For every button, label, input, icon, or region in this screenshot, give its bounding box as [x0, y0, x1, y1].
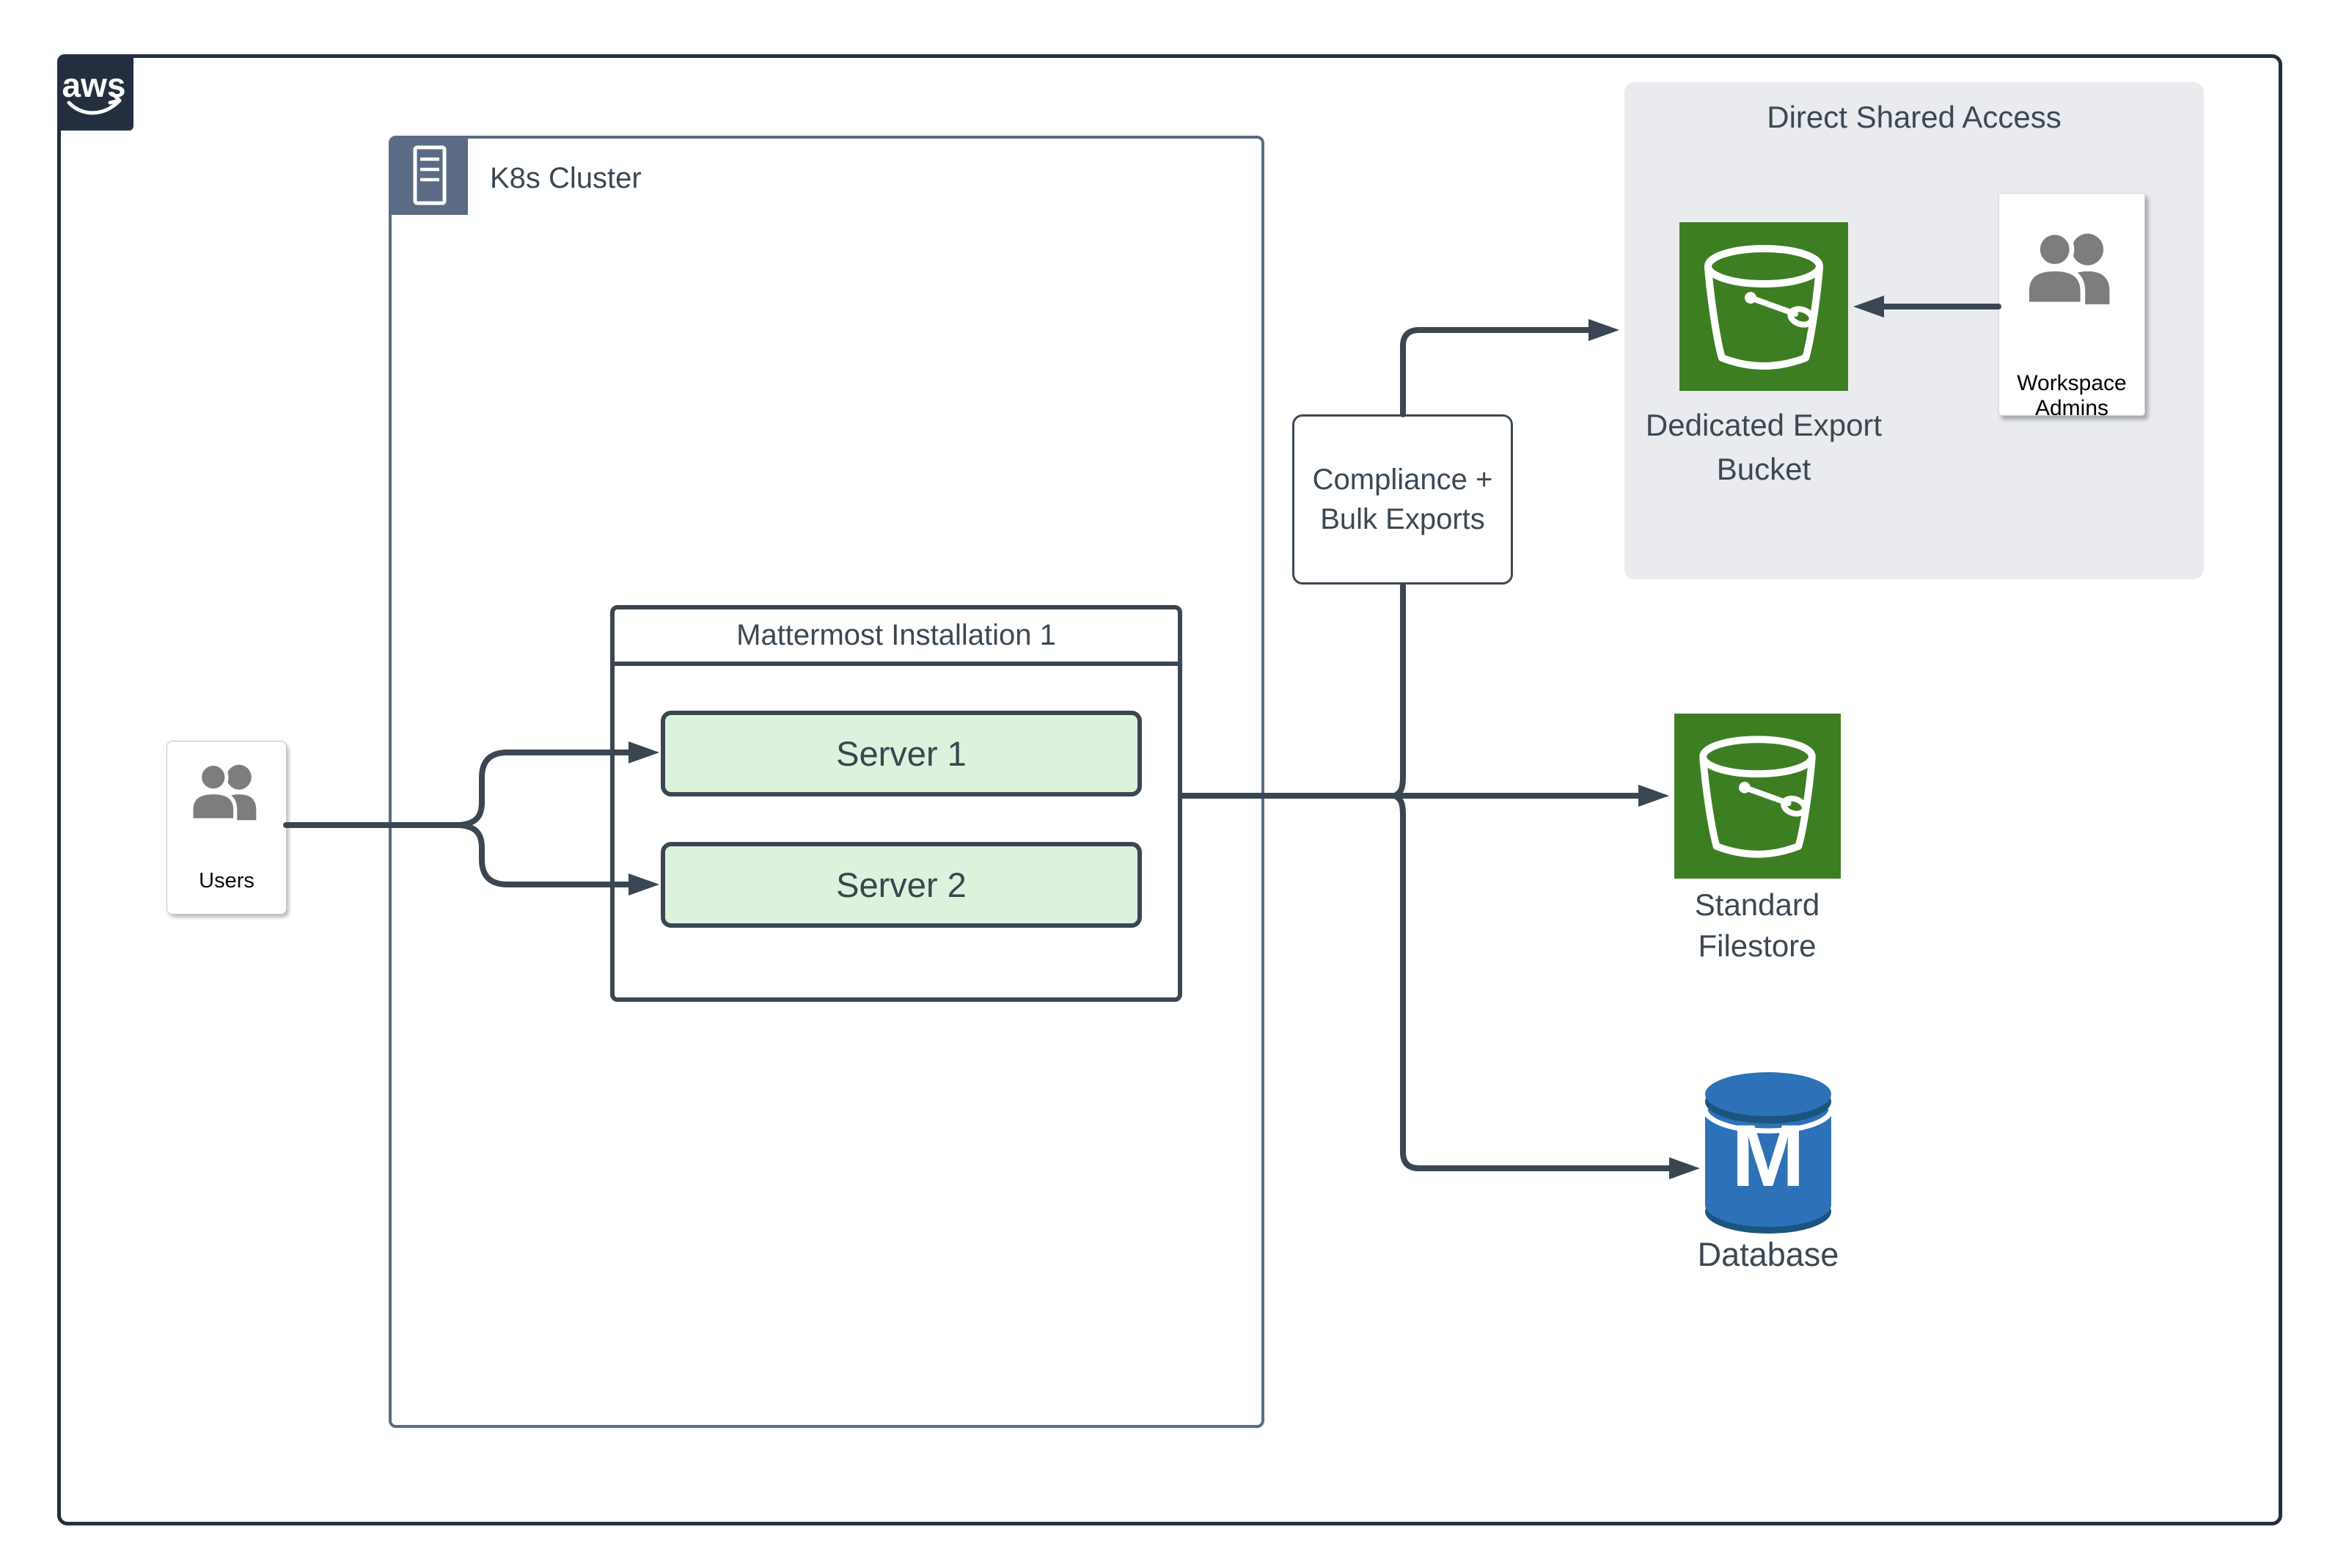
standard-filestore-node	[1674, 714, 1841, 879]
workspace-admins-label: Workspace Admins	[2017, 371, 2127, 420]
k8s-cluster-tab	[389, 136, 468, 215]
standard-filestore-label: Standard Filestore	[1694, 887, 1820, 963]
users-card	[166, 741, 287, 915]
database-cylinder-icon: M	[1705, 1072, 1831, 1235]
server-1-node: Server 1	[661, 711, 1142, 796]
dedicated-export-bucket-label: Dedicated Export Bucket	[1645, 408, 1883, 486]
k8s-cluster-container	[389, 136, 1264, 1428]
server-rack-icon	[413, 145, 447, 205]
mattermost-installation-title: Mattermost Installation 1	[736, 619, 1056, 651]
compliance-label-line1: Compliance +	[1312, 464, 1493, 496]
server-2-node: Server 2	[661, 842, 1142, 928]
aws-cloud-frame	[57, 54, 2282, 1525]
workspace-admins-icon	[2011, 226, 2133, 324]
mattermost-installation-box	[610, 605, 1182, 1002]
k8s-cluster-label: K8s Cluster	[490, 162, 642, 194]
users-label: Users	[199, 869, 254, 893]
database-monogram: M	[1731, 1107, 1805, 1205]
compliance-bulk-exports-node: Compliance + Bulk Exports	[1292, 414, 1513, 585]
direct-shared-access-title: Direct Shared Access	[1767, 100, 2062, 134]
database-label: Database	[1697, 1236, 1839, 1273]
aws-logo: aws	[57, 54, 133, 131]
dedicated-export-bucket-node	[1679, 222, 1848, 391]
users-icon	[179, 758, 274, 836]
s3-bucket-icon	[1704, 245, 1823, 370]
compliance-label-line2: Bulk Exports	[1320, 503, 1485, 535]
s3-bucket-icon	[1699, 736, 1816, 858]
aws-logo-icon: aws	[62, 66, 125, 115]
mattermost-title-separator	[615, 662, 1178, 666]
